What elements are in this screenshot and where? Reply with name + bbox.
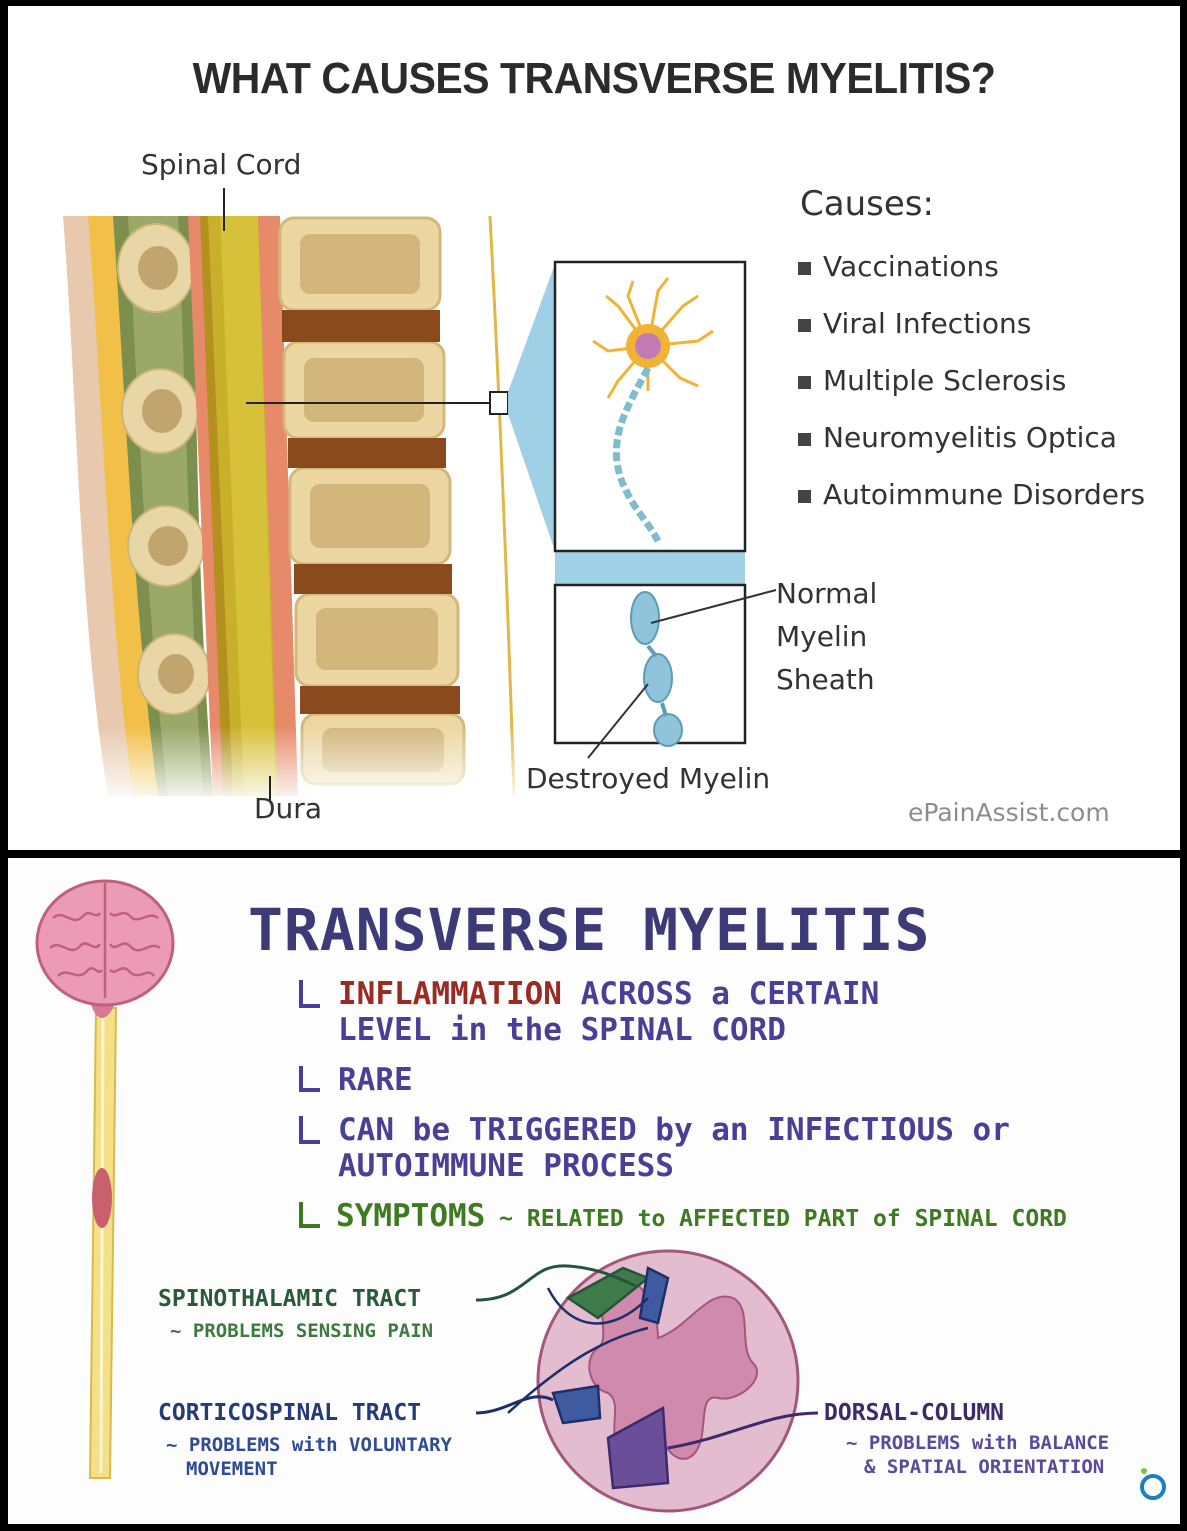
list-item: Autoimmune Disorders [796, 478, 1145, 535]
spinothalamic-tract-desc: ~ PROBLEMS SENSING PAIN [170, 1320, 434, 1342]
list-item: Multiple Sclerosis [796, 364, 1145, 421]
destroyed-myelin-label: Destroyed Myelin [526, 762, 771, 795]
spinothalamic-tract-label: SPINOTHALAMIC TRACT [158, 1286, 422, 1312]
bullet-rare: RARE [338, 1062, 413, 1098]
bottom-title: TRANSVERSE MYELITIS [248, 896, 931, 964]
corticospinal-tract-desc: ~ PROBLEMS with VOLUNTARY [166, 1434, 452, 1456]
bottom-infographic-panel: TRANSVERSE MYELITIS INFLAMMATION ACROSS … [8, 858, 1180, 1524]
list-item: Neuromyelitis Optica [796, 421, 1145, 478]
causes-list: Vaccinations Viral Infections Multiple S… [796, 250, 1145, 535]
logo-icon [1140, 1474, 1166, 1500]
corticospinal-tract-label: CORTICOSPINAL TRACT [158, 1400, 422, 1426]
bullet-symptoms: SYMPTOMS ~ RELATED to AFFECTED PART of S… [336, 1198, 1067, 1234]
source-credit: ePainAssist.com [908, 798, 1110, 827]
causes-heading: Causes: [800, 184, 934, 224]
dorsal-column-desc2: & SPATIAL ORIENTATION [864, 1456, 1105, 1478]
bullet-triggered-line2: AUTOIMMUNE PROCESS [338, 1148, 674, 1184]
bullet-triggered: CAN be TRIGGERED by an INFECTIOUS or [338, 1112, 1010, 1148]
brain-spinal-cord-illustration [35, 879, 1166, 1513]
bullet-square-icon [798, 262, 811, 275]
list-item: Vaccinations [796, 250, 1145, 307]
page-title: WHAT CAUSES TRANSVERSE MYELITIS? [192, 54, 996, 103]
spine-illustration [48, 188, 777, 806]
bullet-square-icon [798, 433, 811, 446]
bullet-inflammation-line2: LEVEL in the SPINAL CORD [338, 1012, 786, 1048]
corticospinal-tract-desc2: MOVEMENT [186, 1458, 278, 1480]
bullet-square-icon [798, 376, 811, 389]
bullet-inflammation: INFLAMMATION ACROSS a CERTAIN [338, 976, 880, 1012]
dura-label: Dura [254, 792, 322, 825]
spinal-cord-label: Spinal Cord [141, 148, 302, 181]
normal-myelin-label: Normal Myelin Sheath [776, 577, 878, 696]
top-infographic-panel: WHAT CAUSES TRANSVERSE MYELITIS? Spinal … [8, 6, 1180, 850]
bullet-square-icon [798, 490, 811, 503]
list-item: Viral Infections [796, 307, 1145, 364]
dorsal-column-label: DORSAL-COLUMN [824, 1400, 1005, 1426]
bullet-square-icon [798, 319, 811, 332]
dorsal-column-desc: ~ PROBLEMS with BALANCE [846, 1432, 1110, 1454]
